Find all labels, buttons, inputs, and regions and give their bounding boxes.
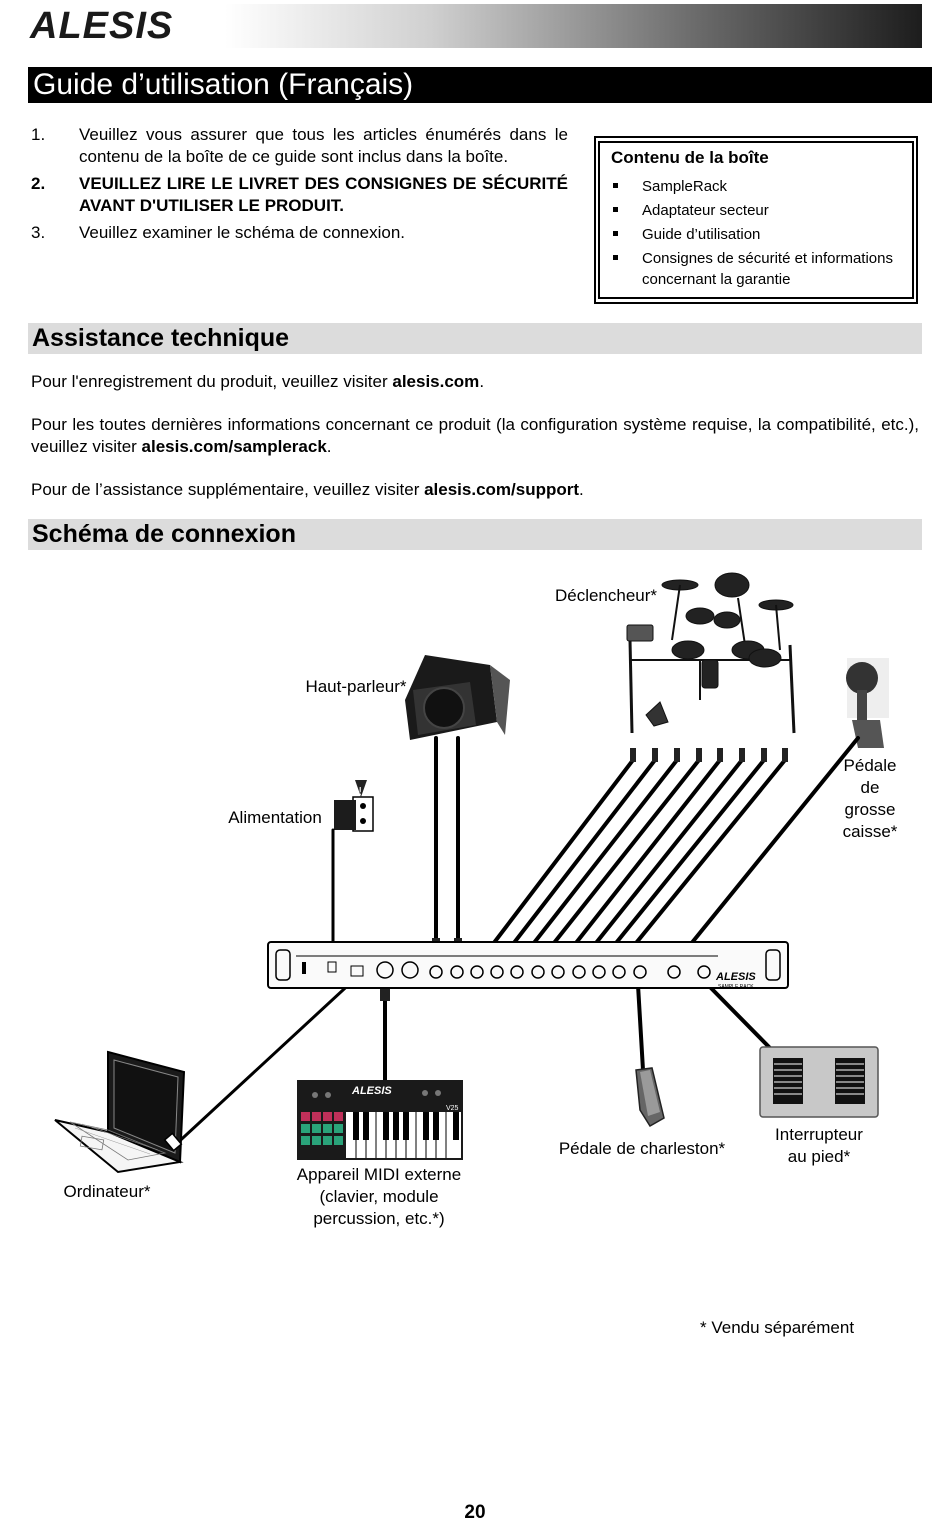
footswitch-illustration bbox=[759, 1046, 879, 1118]
instruction-item: 3. Veuillez examiner le schéma de connex… bbox=[31, 222, 568, 244]
support-link[interactable]: alesis.com bbox=[392, 372, 480, 391]
support-heading: Assistance technique bbox=[32, 324, 290, 352]
support-text: Pour de l’assistance supplémentaire, veu… bbox=[31, 480, 425, 499]
speaker-label: Haut-parleur* bbox=[305, 677, 407, 696]
hihat-pedal-label: Pédale de charleston* bbox=[558, 1139, 726, 1158]
box-contents-item: Consignes de sécurité et informations co… bbox=[611, 248, 901, 290]
keyboard-model: V25 bbox=[446, 1105, 459, 1112]
instruction-text: VEUILLEZ LIRE LE LIVRET DES CONSIGNES DE… bbox=[79, 174, 568, 215]
midi-keyboard-illustration bbox=[297, 1080, 463, 1160]
support-link[interactable]: alesis.com/samplerack bbox=[141, 437, 327, 456]
support-paragraph: Pour l'enregistrement du produit, veuill… bbox=[31, 371, 919, 393]
laptop-illustration bbox=[54, 1050, 186, 1174]
alesis-logo: ALESIS bbox=[30, 5, 174, 47]
box-contents-frame-inner bbox=[598, 141, 914, 299]
samplerack-device bbox=[267, 941, 789, 989]
support-text-end: . bbox=[579, 480, 584, 499]
footnote: * Vendu séparément bbox=[700, 1318, 855, 1337]
box-contents-list: SampleRack Adaptateur secteur Guide d’ut… bbox=[611, 176, 901, 293]
kick-pedal-illustration bbox=[846, 658, 889, 748]
bullet-icon bbox=[613, 255, 618, 260]
instruction-text: Veuillez examiner le schéma de connexion… bbox=[79, 223, 406, 242]
box-contents-item: Guide d’utilisation bbox=[611, 224, 901, 245]
header-banner bbox=[28, 4, 922, 48]
svg-text:!: ! bbox=[358, 785, 362, 798]
box-contents-frame bbox=[594, 136, 918, 304]
keyboard-brand: ALESIS bbox=[351, 1085, 392, 1097]
computer-label: Ordinateur* bbox=[63, 1182, 151, 1201]
box-contents-item-label: Adaptateur secteur bbox=[642, 202, 769, 219]
footswitch-label: Interrupteur au pied* bbox=[775, 1125, 863, 1166]
bullet-icon bbox=[613, 231, 618, 236]
instruction-text: Veuillez vous assurer que tous les artic… bbox=[79, 125, 568, 166]
support-paragraph: Pour de l’assistance supplémentaire, veu… bbox=[31, 479, 919, 501]
device-brand: ALESIS bbox=[715, 971, 756, 983]
support-text-end: . bbox=[326, 437, 332, 456]
box-contents-title: Contenu de la boîte bbox=[611, 148, 769, 167]
instruction-number: 1. bbox=[31, 125, 46, 144]
hihat-pedal-illustration bbox=[635, 1067, 665, 1128]
box-contents-item-label: SampleRack bbox=[642, 178, 728, 195]
diagram-heading: Schéma de connexion bbox=[32, 520, 296, 548]
midi-device-label: Appareil MIDI externe (clavier, module p… bbox=[296, 1165, 462, 1228]
support-link[interactable]: alesis.com/support bbox=[424, 480, 580, 499]
support-text: Pour l'enregistrement du produit, veuill… bbox=[31, 372, 393, 391]
device-model: SAMPLE RACK bbox=[718, 984, 754, 990]
box-contents-item-label: Guide d’utilisation bbox=[642, 226, 761, 243]
support-text-end: . bbox=[479, 372, 485, 391]
page-number: 20 bbox=[464, 1502, 486, 1523]
instruction-number: 2. bbox=[31, 174, 46, 193]
box-contents-item-label: Consignes de sécurité et informations co… bbox=[642, 250, 893, 288]
bullet-icon bbox=[613, 183, 618, 188]
speaker-illustration bbox=[405, 655, 510, 740]
page-title: Guide d’utilisation (Français) bbox=[33, 68, 414, 101]
instruction-item: 2. VEUILLEZ LIRE LE LIVRET DES CONSIGNES… bbox=[31, 173, 568, 217]
kick-pedal-label: Pédale de grosse caisse* bbox=[842, 756, 898, 841]
trigger-label: Déclencheur* bbox=[554, 586, 658, 605]
box-contents-item: SampleRack bbox=[611, 176, 901, 197]
power-label: Alimentation bbox=[228, 808, 322, 827]
instruction-number: 3. bbox=[31, 223, 46, 242]
cables bbox=[170, 736, 860, 1150]
diagram-heading-bar: Schéma de connexion bbox=[28, 519, 922, 550]
support-heading-bar: Assistance technique bbox=[28, 323, 922, 354]
support-text: Pour les toutes dernières informations c… bbox=[31, 415, 919, 456]
box-contents-item: Adaptateur secteur bbox=[611, 200, 901, 221]
power-adapter-illustration: ! bbox=[334, 780, 374, 832]
page-title-bar: Guide d’utilisation (Français) bbox=[28, 67, 932, 103]
instruction-item: 1. Veuillez vous assurer que tous les ar… bbox=[31, 124, 568, 168]
bullet-icon bbox=[613, 207, 618, 212]
drum-kit-illustration bbox=[626, 572, 796, 734]
support-paragraph: Pour les toutes dernières informations c… bbox=[31, 414, 919, 458]
instruction-list: 1. Veuillez vous assurer que tous les ar… bbox=[31, 124, 568, 249]
